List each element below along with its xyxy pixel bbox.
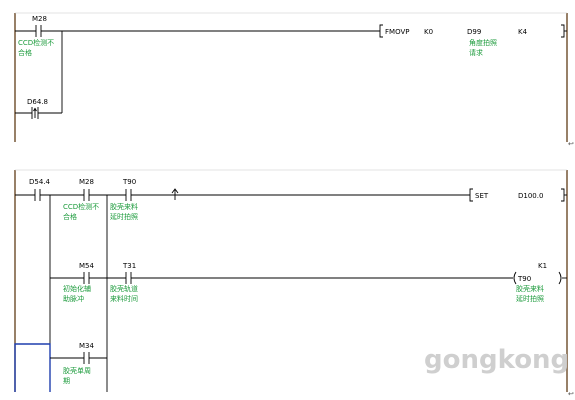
- selection-cursor[interactable]: [14, 343, 51, 392]
- contact-address: T90: [122, 178, 136, 186]
- coil-right-paren: [558, 271, 562, 285]
- contact-d64-8[interactable]: D64.8: [15, 98, 62, 119]
- cursor-arrow-icon: [171, 188, 179, 200]
- instruction-comment: 角度拍照: [469, 38, 497, 47]
- watermark-text: gongkong: [424, 345, 569, 375]
- contact-address: T31: [122, 262, 136, 270]
- contact-t31[interactable]: T31 胶壳轨道 来料时间: [110, 262, 513, 303]
- rung-1: ↩ M28 CCD检测不 合格 D64.8: [14, 12, 574, 148]
- contact-comment: 来料时间: [110, 294, 138, 303]
- contact-comment: 胶壳轨道: [110, 284, 138, 293]
- contact-comment: 胶壳来料: [110, 202, 138, 211]
- contact-t90[interactable]: T90 胶壳来料 延时拍照: [110, 178, 470, 221]
- contact-comment: 期: [63, 377, 70, 385]
- contact-address: M34: [79, 342, 94, 350]
- instruction-set[interactable]: SET D100.0: [469, 188, 567, 202]
- contact-m54[interactable]: M54 初始化辅 助脉冲: [50, 262, 126, 303]
- instruction-op: SET: [475, 192, 489, 200]
- contact-comment: 助脉冲: [63, 294, 84, 303]
- rail-arrow-icon: ↩: [568, 390, 574, 398]
- instruction-bracket-right: [561, 24, 565, 38]
- instruction-operand-count: K4: [518, 28, 528, 36]
- contact-m34[interactable]: M34 胶壳单周 期: [50, 342, 107, 385]
- rung-2: ↩ D54.4 M28 CCD检测不 合格 T90 胶壳来: [14, 169, 574, 398]
- edge-arrow-icon: [33, 107, 37, 112]
- rail-arrow-icon: ↩: [568, 140, 574, 148]
- contact-comment: 合格: [63, 212, 77, 221]
- contact-address: D54.4: [29, 178, 51, 186]
- contact-m28-rung2[interactable]: M28 CCD检测不 合格: [63, 178, 126, 221]
- contact-comment: 合格: [18, 48, 32, 57]
- coil-comment: 延时拍照: [516, 294, 544, 303]
- contact-comment: 胶壳单周: [63, 366, 91, 375]
- instruction-bracket-right: [561, 188, 565, 202]
- instruction-bracket-left: [379, 24, 383, 38]
- contact-comment: 初始化辅: [63, 284, 91, 293]
- contact-address: M54: [79, 262, 94, 270]
- contact-address: M28: [79, 178, 94, 186]
- contact-address: M28: [32, 15, 47, 23]
- coil-address: T90: [517, 275, 531, 283]
- contact-comment: CCD检测不: [18, 38, 54, 47]
- instruction-op: FMOVP: [385, 28, 409, 36]
- coil-preset: K1: [538, 262, 547, 270]
- coil-comment: 胶壳来料: [516, 284, 544, 293]
- contact-d54-4[interactable]: D54.4: [15, 178, 84, 201]
- instruction-comment: 请求: [469, 48, 483, 57]
- coil-left-paren: [513, 271, 517, 285]
- instruction-operand-dst: D99: [467, 28, 481, 36]
- contact-m28[interactable]: M28 CCD检测不 合格: [15, 15, 62, 57]
- contact-comment: 延时拍照: [110, 212, 138, 221]
- instruction-bracket-left: [469, 188, 473, 202]
- instruction-fmovp[interactable]: FMOVP K0 D99 角度拍照 请求 K4: [379, 24, 567, 57]
- instruction-operand-dst: D100.0: [518, 192, 543, 200]
- contact-comment: CCD检测不: [63, 202, 99, 211]
- contact-address: D64.8: [27, 98, 48, 106]
- coil-t90[interactable]: K1 T90 胶壳来料 延时拍照: [513, 262, 567, 303]
- instruction-operand-src: K0: [424, 28, 433, 36]
